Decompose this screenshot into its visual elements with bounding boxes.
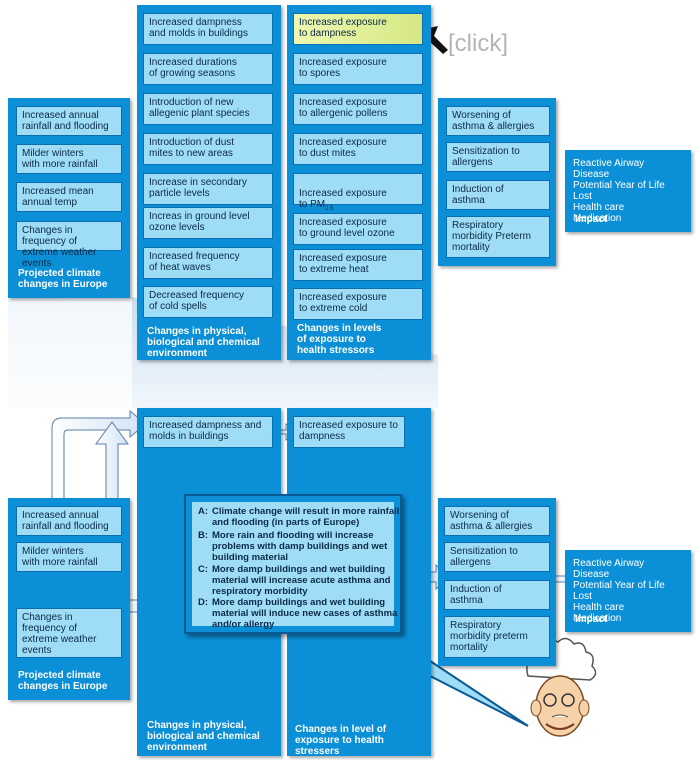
bottom-climate-item[interactable]: Changes in frequency of extreme weather … <box>16 608 122 658</box>
top-impact-box[interactable]: Reactive Airway Disease Potential Year o… <box>573 158 665 224</box>
bottom-physical-title: Changes in physical, biological and chem… <box>147 720 260 753</box>
top-exposure-item[interactable]: Increased exposure to ground level ozone <box>293 213 423 245</box>
bottom-health-item[interactable]: Induction of asthma <box>444 580 550 610</box>
top-physical-item[interactable]: Increas in ground level ozone levels <box>143 207 273 239</box>
callout-step-key: A: <box>198 506 209 517</box>
bottom-climate-panel: Increased annual rainfall and flooding M… <box>8 498 130 700</box>
top-impact-panel: Reactive Airway Disease Potential Year o… <box>565 150 691 232</box>
callout-step-text: More damp buildings and wet building mat… <box>212 564 391 597</box>
top-physical-title: Changes in physical, biological and chem… <box>147 326 260 359</box>
top-physical-item[interactable]: Increase in secondary particle levels <box>143 173 273 205</box>
callout-step-key: D: <box>198 597 209 608</box>
callout-inner: A: Climate change will result in more ra… <box>192 502 399 630</box>
bottom-climate-title: Projected climate changes in Europe <box>18 670 108 692</box>
bottom-impact-box[interactable]: Reactive Airway Disease Potential Year o… <box>573 558 665 624</box>
bottom-climate-item[interactable]: Increased annual rainfall and flooding <box>16 506 122 536</box>
top-health-item[interactable]: Worsening of asthma & allergies <box>446 106 550 136</box>
top-climate-item[interactable]: Milder winters with more rainfall <box>16 144 122 174</box>
top-physical-panel: Increased dampness and molds in building… <box>137 5 281 360</box>
zoom-funnel-left <box>8 298 132 408</box>
bottom-impact-panel: Reactive Airway Disease Potential Year o… <box>565 550 691 632</box>
top-health-item[interactable]: Respiratory morbidity Preterm mortality <box>446 216 550 258</box>
top-physical-item[interactable]: Introduction of dust mites to new areas <box>143 133 273 165</box>
callout-step-a: A: Climate change will result in more ra… <box>198 506 399 528</box>
bottom-exposure-item[interactable]: Increased exposure to dampness <box>293 416 405 448</box>
top-climate-item[interactable]: Increased annual rainfall and flooding <box>16 106 122 136</box>
top-health-item[interactable]: Induction of asthma <box>446 180 550 210</box>
top-climate-item[interactable]: Changes in frequency of extreme weather … <box>16 221 122 269</box>
top-exposure-panel: Increased exposure to dampness Increased… <box>287 5 431 360</box>
top-exposure-item[interactable]: Increased exposure to dust mites <box>293 133 423 165</box>
top-health-panel: Worsening of asthma & allergies Sensitiz… <box>438 98 556 266</box>
bottom-health-panel: Worsening of asthma & allergies Sensitiz… <box>438 498 556 666</box>
top-exposure-pm-label: Increased exposure to PM <box>299 188 387 210</box>
callout-step-key: C: <box>198 564 209 575</box>
callout-step-key: B: <box>198 530 209 541</box>
top-climate-title: Projected climate changes in Europe <box>18 268 108 290</box>
callout-step-text: More rain and flooding will increase pro… <box>212 530 388 563</box>
callout-step-d: D: More damp buildings and wet building … <box>198 597 397 630</box>
top-physical-item[interactable]: Decreased frequency of cold spells <box>143 286 273 318</box>
top-exposure-item[interactable]: Increased exposure to extreme cold <box>293 288 423 320</box>
top-exposure-item[interactable]: Increased exposure to allergenic pollens <box>293 93 423 125</box>
top-physical-item[interactable]: Increased frequency of heat waves <box>143 247 273 279</box>
top-exposure-item-pm[interactable]: Increased exposure to PM2.5 <box>293 173 423 212</box>
bottom-health-item[interactable]: Worsening of asthma & allergies <box>444 506 550 536</box>
pm-subscript: 2.5 <box>325 206 334 212</box>
arrow-rainfall-to-dampness <box>51 409 147 507</box>
top-exposure-item[interactable]: Increased exposure to extreme heat <box>293 249 423 281</box>
top-climate-panel: Increased annual rainfall and flooding M… <box>8 98 130 298</box>
callout-box: A: Climate change will result in more ra… <box>184 494 402 634</box>
top-exposure-title: Changes in levels of exposure to health … <box>297 323 382 356</box>
bottom-climate-item[interactable]: Milder winters with more rainfall <box>16 542 122 572</box>
click-hint[interactable]: [click] <box>448 30 508 57</box>
top-impact-title: Impact <box>575 214 608 225</box>
callout-step-text: More damp buildings and wet building mat… <box>212 597 398 630</box>
top-exposure-item[interactable]: Increased exposure to spores <box>293 53 423 85</box>
top-physical-item[interactable]: Increased durations of growing seasons <box>143 53 273 85</box>
top-health-item[interactable]: Sensitization to allergens <box>446 142 550 172</box>
callout-step-b: B: More rain and flooding will increase … <box>198 530 387 563</box>
callout-step-text: Climate change will result in more rainf… <box>212 506 400 528</box>
top-physical-item[interactable]: Introduction of new allegenic plant spec… <box>143 93 273 125</box>
bottom-health-item[interactable]: Sensitization to allergens <box>444 542 550 572</box>
top-physical-item[interactable]: Increased dampness and molds in building… <box>143 13 273 45</box>
bottom-physical-item[interactable]: Increased dampness and molds in building… <box>143 416 273 448</box>
top-climate-item[interactable]: Increased mean annual temp <box>16 182 122 212</box>
bottom-impact-title: Impact <box>575 614 608 625</box>
top-exposure-item-highlighted[interactable]: Increased exposure to dampness <box>293 13 423 45</box>
bottom-health-item[interactable]: Respiratory morbidity preterm mortality <box>444 616 550 658</box>
callout-step-c: C: More damp buildings and wet building … <box>198 564 390 597</box>
bottom-exposure-title: Changes in level of exposure to health s… <box>295 724 387 757</box>
